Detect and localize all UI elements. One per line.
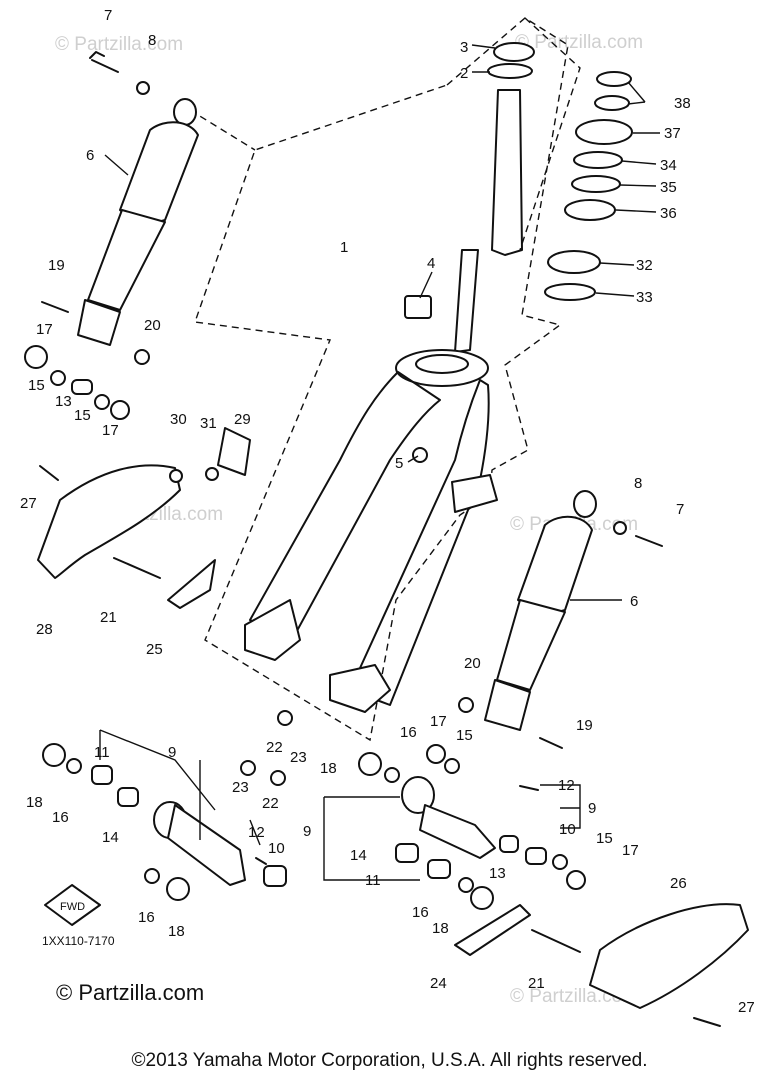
callout-10: 10 bbox=[559, 821, 576, 838]
shock-leader-line bbox=[189, 109, 256, 151]
callout-22: 22 bbox=[266, 739, 283, 756]
shock-absorber-right bbox=[484, 490, 597, 731]
callout-38: 38 bbox=[674, 95, 691, 112]
callout-10: 10 bbox=[268, 840, 285, 857]
diagram-code: 1XX110-7170 bbox=[42, 934, 115, 948]
callout-15: 15 bbox=[456, 727, 473, 744]
callout-15: 15 bbox=[596, 830, 613, 847]
callout-25: 25 bbox=[146, 641, 163, 658]
pivot-arm-left bbox=[153, 801, 246, 886]
callout-7: 7 bbox=[676, 501, 684, 518]
bearing-leader-line bbox=[519, 17, 581, 251]
callout-18: 18 bbox=[26, 794, 43, 811]
callout-6: 6 bbox=[630, 593, 638, 610]
side-cover-right bbox=[589, 903, 749, 1009]
callout-23: 23 bbox=[290, 749, 307, 766]
callout-14: 14 bbox=[350, 847, 367, 864]
callout-8: 8 bbox=[148, 32, 156, 49]
callout-12: 12 bbox=[558, 777, 575, 794]
hardware bbox=[24, 51, 721, 1027]
callout-21: 21 bbox=[528, 975, 545, 992]
fwd-label: FWD bbox=[60, 901, 85, 913]
callout-9: 9 bbox=[168, 744, 176, 761]
callout-2: 2 bbox=[460, 65, 468, 82]
callout-16: 16 bbox=[412, 904, 429, 921]
callout-17: 17 bbox=[622, 842, 639, 859]
callout-4: 4 bbox=[427, 255, 435, 272]
callout-31: 31 bbox=[200, 415, 217, 432]
fwd-arrow-icon: FWD bbox=[44, 884, 101, 926]
callout-16: 16 bbox=[138, 909, 155, 926]
shock-absorber-left bbox=[77, 98, 199, 346]
callout-3: 3 bbox=[460, 39, 468, 56]
callout-15: 15 bbox=[74, 407, 91, 424]
side-cover-left bbox=[37, 464, 181, 579]
callout-28: 28 bbox=[36, 621, 53, 638]
callout-33: 33 bbox=[636, 289, 653, 306]
callout-27: 27 bbox=[738, 999, 755, 1016]
callout-36: 36 bbox=[660, 205, 677, 222]
leader-lines bbox=[104, 44, 660, 601]
callout-11: 11 bbox=[365, 872, 381, 889]
callout-34: 34 bbox=[660, 157, 677, 174]
callout-1: 1 bbox=[340, 239, 348, 256]
callout-37: 37 bbox=[664, 125, 681, 142]
callout-18: 18 bbox=[432, 920, 449, 937]
callout-15: 15 bbox=[28, 377, 45, 394]
callout-18: 18 bbox=[320, 760, 337, 777]
callout-13: 13 bbox=[55, 393, 72, 410]
callout-8: 8 bbox=[634, 475, 642, 492]
callout-20: 20 bbox=[144, 317, 161, 334]
callout-5: 5 bbox=[395, 455, 403, 472]
callout-6: 6 bbox=[86, 147, 94, 164]
callout-14: 14 bbox=[102, 829, 119, 846]
callout-13: 13 bbox=[489, 865, 506, 882]
watermark: © Partzilla.com bbox=[55, 34, 183, 55]
bracket-24 bbox=[454, 904, 531, 956]
callout-12: 12 bbox=[248, 824, 265, 841]
callout-29: 29 bbox=[234, 411, 251, 428]
callout-20: 20 bbox=[464, 655, 481, 672]
front-fork bbox=[244, 89, 523, 713]
callout-16: 16 bbox=[400, 724, 417, 741]
callout-22: 22 bbox=[262, 795, 279, 812]
copyright-notice: ©2013 Yamaha Motor Corporation, U.S.A. A… bbox=[131, 1050, 648, 1071]
steering-bearing-set bbox=[404, 42, 633, 319]
callout-24: 24 bbox=[430, 975, 447, 992]
callout-numbers: 1 2 3 4 5 6 6 7 7 8 8 9 9 9 10 10 11 11 … bbox=[20, 7, 755, 1016]
callout-30: 30 bbox=[170, 411, 187, 428]
callout-17: 17 bbox=[102, 422, 119, 439]
callout-9: 9 bbox=[303, 823, 311, 840]
callout-17: 17 bbox=[36, 321, 53, 338]
callout-17: 17 bbox=[430, 713, 447, 730]
callout-32: 32 bbox=[636, 257, 653, 274]
callout-26: 26 bbox=[670, 875, 687, 892]
watermark: © Partzilla.com bbox=[56, 980, 204, 1005]
callout-19: 19 bbox=[576, 717, 593, 734]
bracket-25 bbox=[167, 559, 216, 609]
group-brackets bbox=[99, 729, 581, 881]
bracket-29 bbox=[217, 427, 251, 476]
callout-23: 23 bbox=[232, 779, 249, 796]
callout-18: 18 bbox=[168, 923, 185, 940]
callout-21: 21 bbox=[100, 609, 117, 626]
callout-35: 35 bbox=[660, 179, 677, 196]
callout-9: 9 bbox=[588, 800, 596, 817]
callout-7: 7 bbox=[104, 7, 112, 24]
pivot-arm-right bbox=[401, 776, 496, 859]
callout-16: 16 bbox=[52, 809, 69, 826]
callout-11: 11 bbox=[94, 744, 110, 761]
callout-27: 27 bbox=[20, 495, 37, 512]
callout-19: 19 bbox=[48, 257, 65, 274]
